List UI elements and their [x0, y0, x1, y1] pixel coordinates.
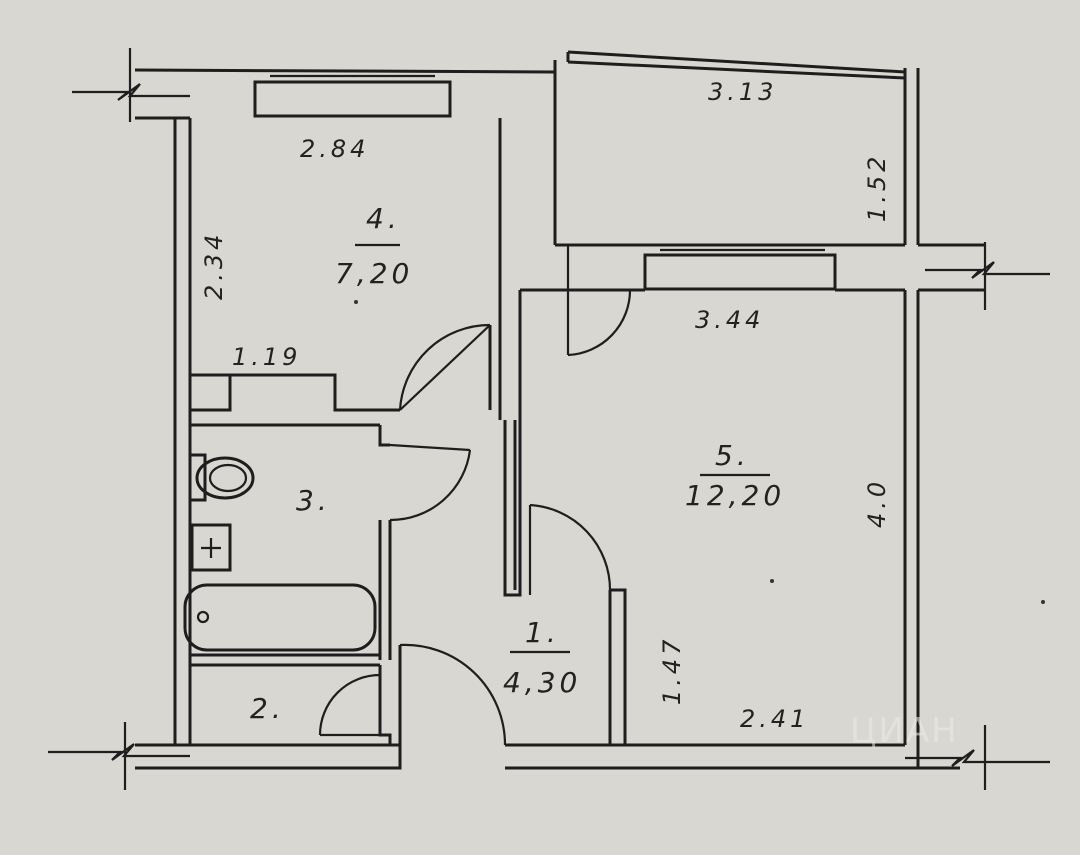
room-1-number: 1. [525, 616, 560, 649]
dim-room5-side: 4.0 [863, 478, 891, 528]
dim-room4-top: 2.84 [300, 135, 369, 163]
dim-room4-bottom: 1.19 [232, 343, 301, 371]
bathtub-icon [183, 583, 377, 652]
plan-dot [1041, 600, 1045, 604]
plan-dot [770, 579, 774, 583]
dim-room5-niche: 1.47 [658, 636, 686, 705]
dim-room5-bottom: 2.41 [740, 705, 809, 733]
watermark-logo: ЦИАН [850, 711, 959, 751]
toilet-bowl-icon [195, 456, 255, 500]
room-2-number: 2. [250, 692, 285, 725]
plan-dot [354, 300, 358, 304]
dim-room5-top: 3.44 [695, 306, 764, 334]
windows [253, 74, 837, 291]
room-1-area: 4,30 [503, 666, 581, 699]
sink-icon [190, 523, 232, 572]
room-4-number: 4. [366, 202, 401, 235]
room-5-area: 12,20 [685, 479, 785, 512]
room-3-number: 3. [296, 484, 331, 517]
outer-walls [134, 50, 985, 770]
toilet-tank-icon [188, 453, 207, 502]
bathroom-fixtures [183, 453, 377, 652]
room-4-area: 7,20 [335, 257, 413, 290]
dim-balcony-top: 3.13 [708, 78, 777, 106]
room-labels: 4. 7,20 3. 2. 1. 4,30 5. 12,20 [250, 202, 785, 725]
wall-break-symbols [48, 48, 1050, 790]
dimension-labels: 2.84 2.34 1.19 3.13 1.52 3.44 4.0 2.41 1… [200, 78, 891, 733]
room-5-number: 5. [715, 439, 750, 472]
dim-balcony-side: 1.52 [863, 153, 891, 222]
doors [318, 245, 632, 746]
dim-room4-side: 2.34 [200, 231, 228, 300]
